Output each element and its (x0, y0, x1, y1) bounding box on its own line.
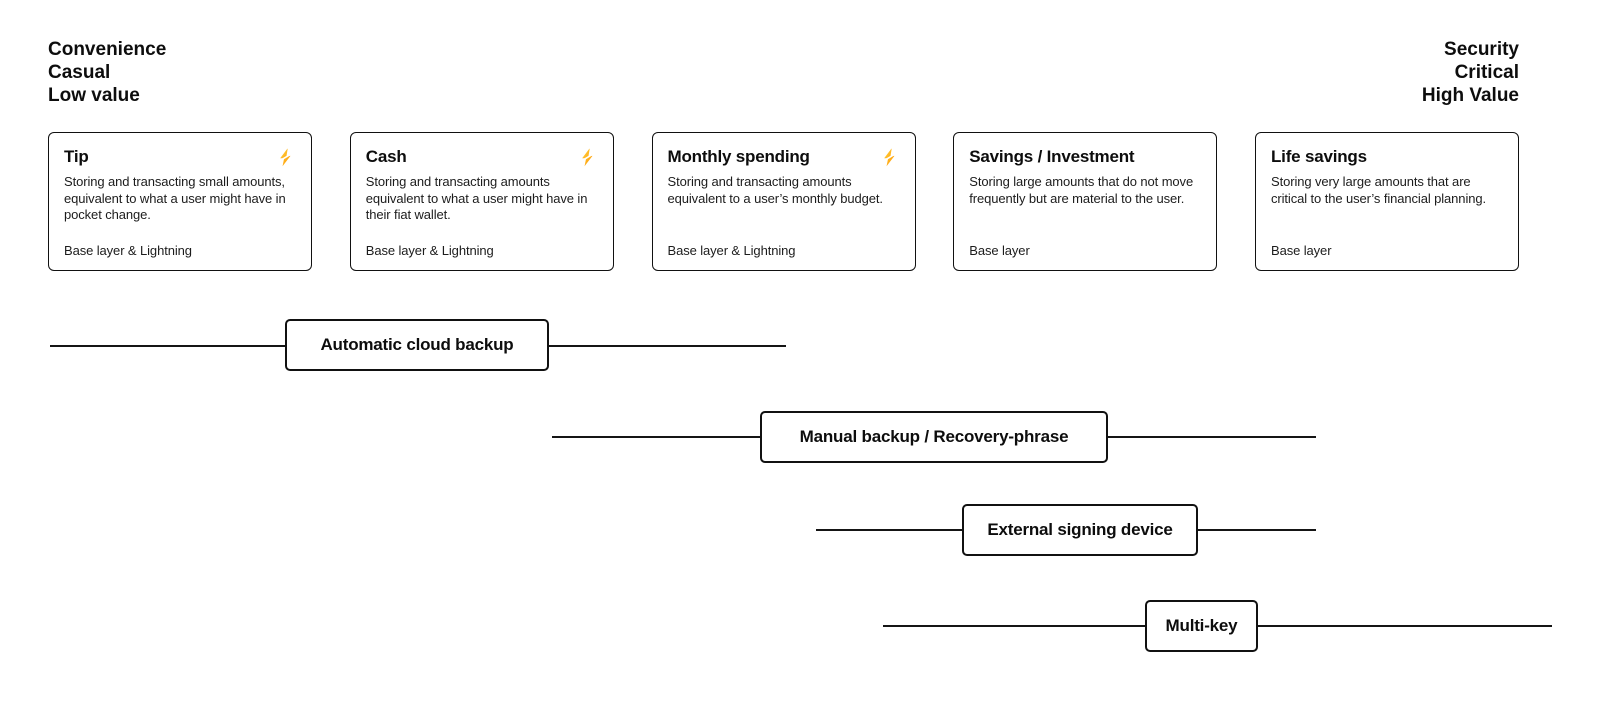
card-description: Storing and transacting small amounts, e… (64, 174, 286, 222)
card-header: Savings / Investment (969, 146, 1201, 168)
card-cash: Cash Storing and transacting amounts equ… (349, 132, 614, 271)
method-label-automatic-cloud-backup: Automatic cloud backup (285, 319, 549, 371)
use-case-cards: Tip Storing and transacting small amount… (48, 132, 1519, 271)
card-layer: Base layer & Lightning (64, 243, 192, 258)
card-header: Tip (64, 146, 296, 168)
card-header: Monthly spending (668, 146, 900, 168)
card-description: Storing and transacting amounts equivale… (365, 174, 588, 222)
card-description: Storing and transacting amounts equivale… (667, 174, 884, 206)
method-label-manual-backup: Manual backup / Recovery-phrase (760, 411, 1108, 463)
axis-left-line-1: Convenience (48, 39, 167, 60)
method-label-text: Automatic cloud backup (320, 335, 514, 354)
card-savings-investment: Savings / Investment Storing large amoun… (953, 132, 1218, 271)
method-label-text: Manual backup / Recovery-phrase (799, 427, 1069, 446)
card-title: Life savings (1271, 147, 1367, 166)
card-monthly-spending: Monthly spending Storing and transacting… (651, 132, 916, 271)
card-layer: Base layer (969, 243, 1030, 258)
axis-left-line-2: Casual (48, 62, 111, 83)
method-label-external-signing-device: External signing device (962, 504, 1198, 556)
card-title: Savings / Investment (969, 147, 1135, 166)
method-label-text: External signing device (987, 520, 1173, 539)
axis-label-left: Convenience Casual Low value (48, 38, 166, 107)
axis-right-line-3: High Value (1421, 85, 1519, 106)
card-layer: Base layer & Lightning (667, 243, 796, 258)
lightning-icon (580, 148, 595, 167)
card-description: Storing large amounts that do not move f… (969, 174, 1194, 206)
card-description: Storing very large amounts that are crit… (1271, 174, 1486, 206)
card-layer: Base layer & Lightning (365, 243, 494, 258)
card-header: Cash (366, 146, 598, 168)
axis-right-line-1: Security (1444, 39, 1519, 60)
card-title: Monthly spending (667, 147, 810, 166)
card-life-savings: Life savings Storing very large amounts … (1255, 132, 1519, 271)
lightning-icon (278, 148, 293, 167)
axis-label-right: Security Critical High Value (1422, 38, 1519, 107)
axis-right-line-2: Critical (1454, 62, 1519, 83)
lightning-icon (882, 148, 897, 167)
card-layer: Base layer (1271, 243, 1332, 258)
card-title: Tip (64, 147, 89, 166)
card-header: Life savings (1271, 146, 1503, 168)
axis-left-line-3: Low value (48, 85, 140, 106)
method-label-text: Multi-key (1165, 616, 1238, 635)
card-tip: Tip Storing and transacting small amount… (48, 132, 312, 271)
card-title: Cash (365, 147, 407, 166)
method-label-multi-key: Multi-key (1145, 600, 1258, 652)
